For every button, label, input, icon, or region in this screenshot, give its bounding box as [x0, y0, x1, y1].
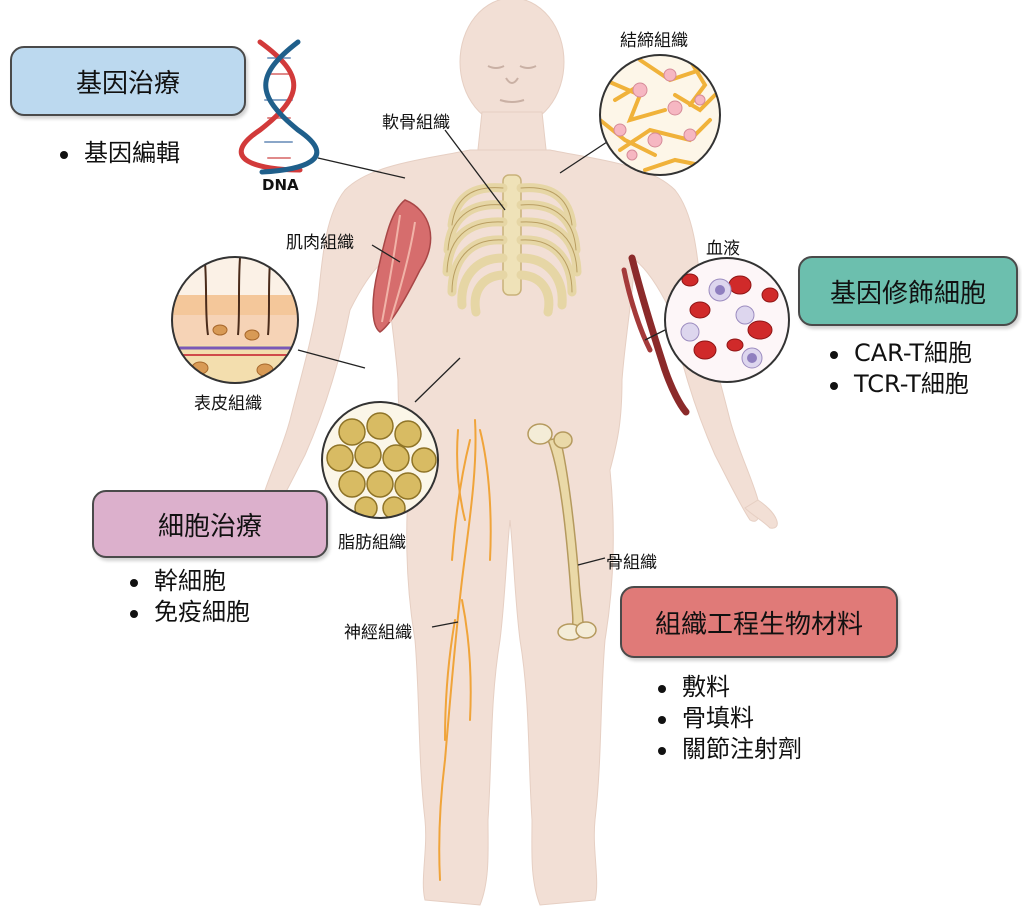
- category-tissue-engineering: 組織工程生物材料: [620, 586, 898, 658]
- label-connective-tissue: 結締組織: [620, 26, 688, 51]
- blood-cells-icon: [665, 258, 789, 382]
- category-tissue-engineering-title: 組織工程生物材料: [655, 604, 863, 641]
- list-item: 骨填料: [654, 703, 802, 734]
- connective-tissue-icon: [600, 55, 720, 175]
- cell-therapy-list: 幹細胞 免疫細胞: [126, 566, 250, 628]
- list-item: CAR-T細胞: [826, 338, 972, 369]
- tissue-engineering-list: 敷料 骨填料 關節注射劑: [654, 672, 802, 765]
- list-item: TCR-T細胞: [826, 369, 972, 400]
- category-modified-cells: 基因修飾細胞: [798, 256, 1018, 326]
- list-item: 關節注射劑: [654, 734, 802, 765]
- category-cell-therapy-title: 細胞治療: [158, 506, 262, 543]
- list-item: 基因編輯: [56, 138, 180, 169]
- adipose-icon: [322, 402, 438, 519]
- category-gene-therapy: 基因治療: [10, 46, 246, 116]
- list-item: 幹細胞: [126, 566, 250, 597]
- label-nerve: 神經組織: [344, 618, 412, 643]
- dna-icon: [241, 42, 317, 172]
- category-gene-therapy-title: 基因治療: [76, 63, 180, 100]
- label-cartilage: 軟骨組織: [382, 108, 450, 133]
- gene-therapy-list: 基因編輯: [56, 138, 180, 169]
- modified-cells-list: CAR-T細胞 TCR-T細胞: [826, 338, 972, 400]
- skin-icon: [170, 257, 300, 385]
- label-adipose: 脂肪組織: [338, 528, 406, 553]
- category-modified-cells-title: 基因修飾細胞: [830, 273, 986, 310]
- dna-label: DNA: [262, 176, 299, 194]
- label-bone: 骨組織: [606, 548, 657, 573]
- label-epidermis: 表皮組織: [194, 389, 262, 414]
- label-blood: 血液: [706, 234, 740, 259]
- list-item: 免疫細胞: [126, 597, 250, 628]
- category-cell-therapy: 細胞治療: [92, 490, 328, 558]
- label-muscle: 肌肉組織: [286, 228, 354, 253]
- list-item: 敷料: [654, 672, 802, 703]
